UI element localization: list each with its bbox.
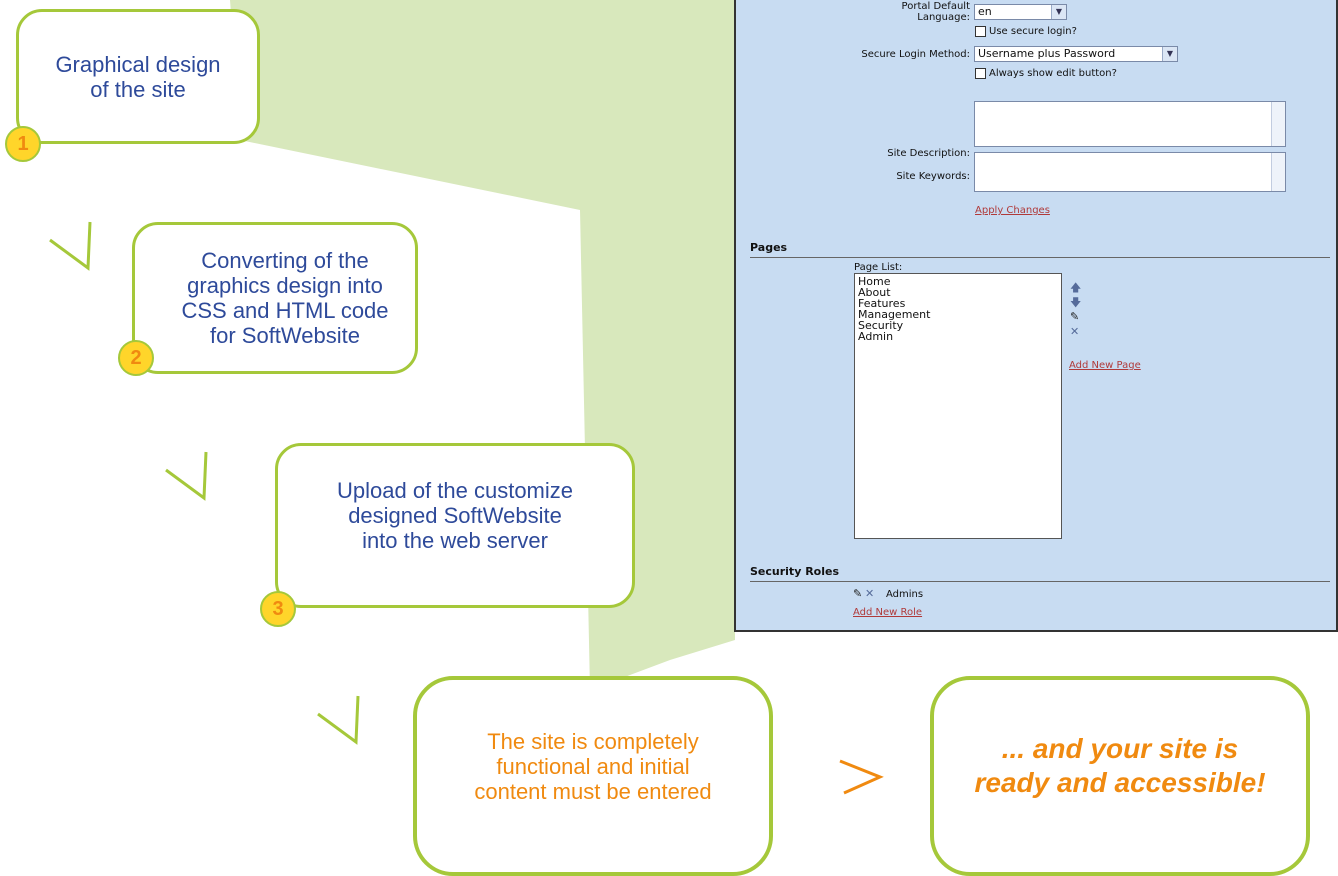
scrollbar[interactable] xyxy=(1271,102,1285,146)
move-down-icon[interactable]: 🡇 xyxy=(1070,296,1082,309)
step-3-text: Upload of the customize designed SoftWeb… xyxy=(336,478,574,553)
step-2-badge: 2 xyxy=(118,340,154,376)
chevron-arrow-icon xyxy=(49,221,92,271)
apply-changes-link[interactable]: Apply Changes xyxy=(975,205,1050,216)
final-step-text: The site is completely functional and in… xyxy=(474,728,712,804)
site-description-label: Site Description: xyxy=(887,148,970,159)
result-text: ... and your site is ready and accessibl… xyxy=(974,733,1266,798)
page-list[interactable]: Home About Features Management Security … xyxy=(854,273,1062,539)
step-2-bubble: Converting of the graphics design into C… xyxy=(132,222,418,374)
security-roles-section-title: Security Roles xyxy=(750,565,839,578)
site-keywords-label: Site Keywords: xyxy=(896,171,970,182)
step-1-text: Graphical design of the site xyxy=(55,51,221,102)
page-list-label: Page List: xyxy=(854,262,903,273)
chevron-arrow-icon xyxy=(317,695,360,745)
chevron-down-icon: ▼ xyxy=(1051,5,1066,19)
move-up-icon[interactable]: 🡅 xyxy=(1070,281,1082,294)
chevron-arrow-icon xyxy=(165,451,208,501)
list-item[interactable]: Features xyxy=(858,297,906,310)
always-show-edit-checkbox[interactable]: Always show edit button? xyxy=(975,68,1117,79)
list-item[interactable]: Management xyxy=(858,308,931,321)
step-2-text: Converting of the graphics design into C… xyxy=(181,248,389,348)
step-1-bubble: Graphical design of the site xyxy=(16,9,260,144)
divider xyxy=(750,257,1330,258)
checkbox-box[interactable] xyxy=(975,26,986,37)
step-3-bubble: Upload of the customize designed SoftWeb… xyxy=(275,443,635,608)
admin-settings-panel: Portal Default Language: en▼ Use secure … xyxy=(734,0,1338,632)
checkbox-box[interactable] xyxy=(975,68,986,79)
site-keywords-field[interactable] xyxy=(974,152,1286,192)
edit-pencil-icon[interactable]: ✎ xyxy=(853,587,863,600)
scrollbar[interactable] xyxy=(1271,153,1285,191)
delete-icon[interactable]: ✕ xyxy=(1070,325,1080,338)
add-new-page-link[interactable]: Add New Page xyxy=(1069,360,1141,371)
delete-icon[interactable]: ✕ xyxy=(865,587,875,600)
list-item[interactable]: Admin xyxy=(858,330,894,343)
chevron-down-icon: ▼ xyxy=(1162,47,1177,61)
list-item[interactable]: Home xyxy=(858,275,891,288)
list-item[interactable]: Security xyxy=(858,319,904,332)
orange-chevron-arrow-icon xyxy=(839,759,884,795)
add-new-role-link[interactable]: Add New Role xyxy=(853,607,923,618)
secure-login-method-label: Secure Login Method: xyxy=(861,49,970,60)
step-1-badge: 1 xyxy=(5,126,41,162)
edit-pencil-icon[interactable]: ✎ xyxy=(1070,310,1080,323)
final-step-bubble: The site is completely functional and in… xyxy=(413,676,773,876)
result-bubble: ... and your site is ready and accessibl… xyxy=(930,676,1310,876)
list-item[interactable]: About xyxy=(858,286,891,299)
step-3-badge: 3 xyxy=(260,591,296,627)
secure-login-method-select[interactable]: Username plus Password▼ xyxy=(974,46,1178,62)
language-select[interactable]: en▼ xyxy=(974,4,1067,20)
use-secure-login-checkbox[interactable]: Use secure login? xyxy=(975,26,1077,37)
site-description-field[interactable] xyxy=(974,101,1286,147)
language-label: Portal Default Language: xyxy=(901,1,970,23)
divider xyxy=(750,581,1330,582)
pages-section-title: Pages xyxy=(750,241,788,254)
role-name: Admins xyxy=(886,589,924,600)
